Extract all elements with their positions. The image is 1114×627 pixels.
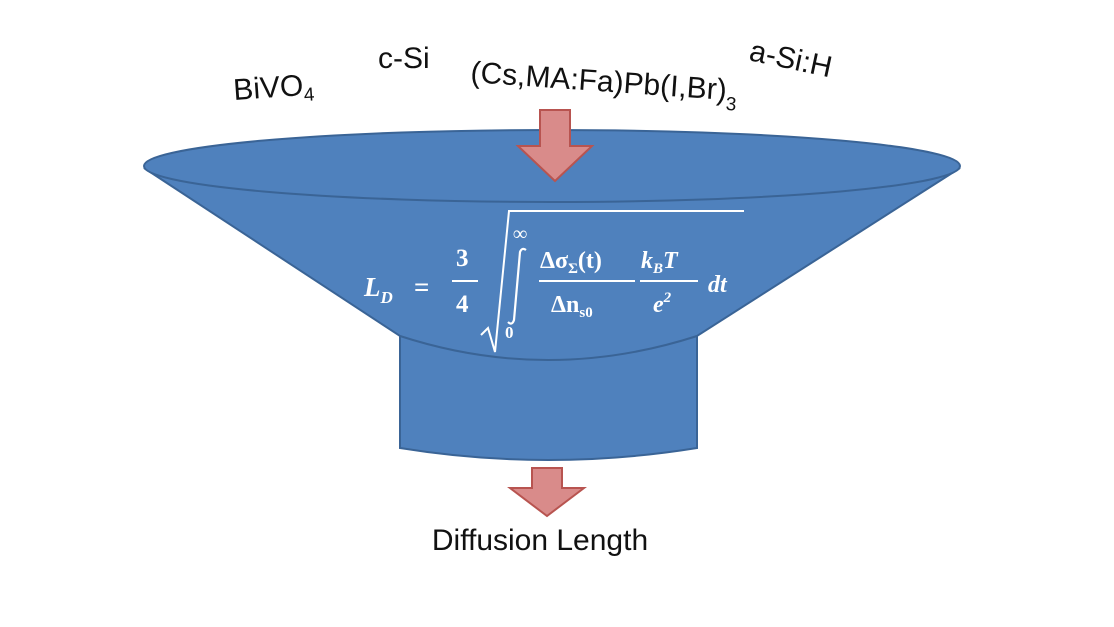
material-label-a-si-h: a-Si:H (747, 35, 835, 85)
diffusion-length-formula: LD = 3 4 ∞ 0 ΔσΣ(t) Δns0 kBT e2 dt (363, 210, 744, 353)
formula-differential: dt (708, 272, 728, 298)
material-label-perovskite: (Cs,MA:Fa)Pb(I,Br)3 (469, 56, 738, 116)
material-label-bivo4: BiVO4 (232, 68, 315, 111)
output-label: Diffusion Length (432, 524, 648, 557)
output-arrow (507, 467, 587, 518)
funnel-stem (399, 335, 698, 461)
fraction1-denominator: Δns0 (551, 292, 593, 321)
fraction2-numerator: kBT (641, 248, 679, 277)
formula-equals: = (414, 272, 429, 302)
integral-lower-limit: 0 (505, 323, 514, 342)
square-root-sign (480, 210, 744, 353)
integral-sign (507, 247, 527, 325)
formula-lhs: LD (363, 272, 393, 307)
input-arrow (515, 109, 595, 183)
coefficient-denominator: 4 (456, 291, 469, 318)
material-label-c-si: c-Si (378, 42, 430, 75)
integral-upper-limit: ∞ (513, 223, 527, 245)
fraction1-numerator: ΔσΣ(t) (540, 248, 602, 277)
fraction2-denominator: e2 (653, 290, 672, 318)
coefficient-numerator: 3 (456, 245, 469, 272)
